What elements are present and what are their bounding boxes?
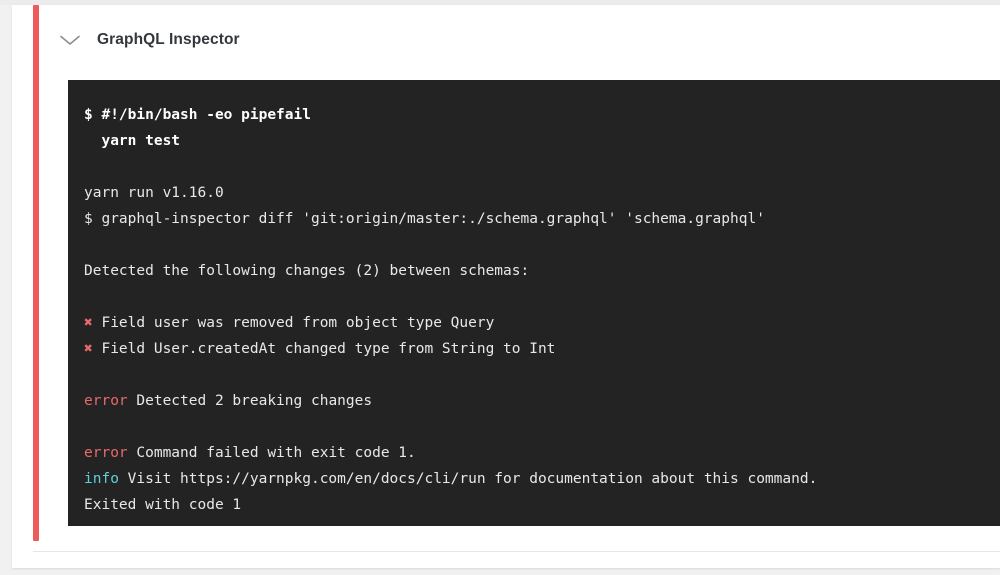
log-line-text: Field User.createdAt changed type from S… bbox=[92, 341, 556, 357]
log-line: error Command failed with exit code 1. bbox=[84, 440, 1000, 466]
log-line: info Visit https://yarnpkg.com/en/docs/c… bbox=[84, 466, 1000, 492]
log-line: yarn run v1.16.0 bbox=[84, 185, 224, 201]
log-line: ✖ Field user was removed from object typ… bbox=[84, 310, 1000, 336]
chevron-down-icon[interactable] bbox=[57, 30, 83, 50]
log-lines: $ #!/bin/bash -eo pipefail yarn test yar… bbox=[68, 80, 1000, 518]
log-line: ✖ Field User.createdAt changed type from… bbox=[84, 336, 1000, 362]
log-error-label: error bbox=[84, 393, 128, 409]
log-line: error Detected 2 breaking changes bbox=[84, 388, 1000, 414]
log-error-label: error bbox=[84, 445, 128, 461]
log-output-panel[interactable]: $ #!/bin/bash -eo pipefail yarn test yar… bbox=[68, 80, 1000, 526]
log-line bbox=[84, 414, 1000, 440]
card-footer bbox=[12, 552, 1000, 568]
step-status-bar bbox=[33, 5, 39, 541]
breaking-change-icon: ✖ bbox=[84, 341, 93, 357]
log-line: Detected the following changes (2) betwe… bbox=[84, 263, 530, 279]
log-line: Exited with code 1 bbox=[84, 497, 242, 513]
log-line-text: Detected 2 breaking changes bbox=[127, 393, 373, 409]
job-step-card: GraphQL Inspector $ #!/bin/bash -eo pipe… bbox=[12, 5, 1000, 568]
card-divider bbox=[33, 551, 1000, 552]
log-line: yarn test bbox=[84, 133, 181, 149]
log-line-text: Visit https://yarnpkg.com/en/docs/cli/ru… bbox=[118, 471, 818, 487]
step-title: GraphQL Inspector bbox=[97, 31, 240, 48]
top-strip bbox=[0, 0, 1000, 5]
log-line bbox=[84, 362, 1000, 388]
log-line: $ #!/bin/bash -eo pipefail bbox=[84, 107, 311, 123]
log-line: $ graphql-inspector diff 'git:origin/mas… bbox=[84, 211, 765, 227]
log-line-text: Command failed with exit code 1. bbox=[127, 445, 416, 461]
step-header-toggle[interactable]: GraphQL Inspector bbox=[57, 21, 240, 59]
breaking-change-icon: ✖ bbox=[84, 315, 93, 331]
log-line-text: Field user was removed from object type … bbox=[92, 315, 495, 331]
log-line bbox=[84, 284, 1000, 310]
log-info-label: info bbox=[84, 471, 119, 487]
log-line bbox=[84, 232, 1000, 258]
log-line bbox=[84, 154, 1000, 180]
